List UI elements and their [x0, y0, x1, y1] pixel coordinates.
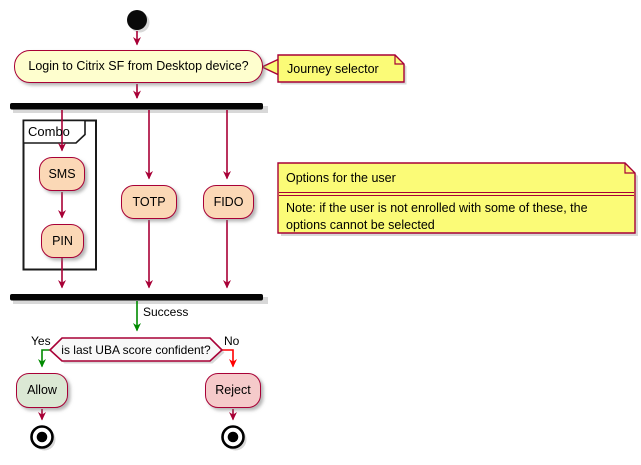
activity-pin: PIN — [41, 224, 84, 258]
end-node-allow-dot — [36, 431, 48, 443]
activity-login: Login to Citrix SF from Desktop device? — [14, 50, 263, 83]
activity-login-label: Login to Citrix SF from Desktop device? — [28, 59, 249, 74]
start-node — [127, 10, 147, 30]
edge-label-success: Success — [143, 305, 189, 319]
fork-bar — [10, 103, 263, 110]
edge-label-yes: Yes — [31, 334, 51, 348]
partition-combo-tab — [22, 119, 86, 144]
activity-sms-label: SMS — [48, 166, 76, 181]
edge-decision-reject-no — [222, 349, 237, 368]
options-note-title: Options for the user — [286, 171, 396, 185]
journey-note-fold — [394, 55, 404, 65]
options-note-fold — [624, 163, 635, 174]
edge-label-no: No — [224, 334, 240, 348]
edge-decision-allow-yes — [38, 349, 50, 368]
activity-allow: Allow — [16, 373, 68, 408]
end-node-reject-dot — [227, 431, 239, 443]
options-note — [277, 162, 636, 234]
activity-reject-label: Reject — [215, 383, 251, 398]
decision-node — [48, 337, 224, 362]
activity-fido: FIDO — [203, 185, 254, 219]
activity-totp: TOTP — [121, 185, 177, 219]
journey-note-pointer — [260, 57, 280, 77]
activity-reject: Reject — [205, 373, 261, 408]
options-note-body: Note: if the user is not enrolled with s… — [286, 201, 588, 232]
journey-note — [277, 54, 405, 83]
activity-sms: SMS — [39, 157, 85, 191]
journey-note-text: Journey selector — [287, 62, 379, 76]
decision-label: is last UBA score confident? — [61, 343, 211, 357]
activity-fido-label: FIDO — [213, 194, 244, 209]
join-bar — [10, 294, 263, 301]
activity-allow-label: Allow — [27, 383, 57, 398]
activity-totp-label: TOTP — [132, 194, 166, 209]
activity-pin-label: PIN — [52, 233, 73, 248]
partition-combo-label: Combo — [28, 124, 70, 139]
